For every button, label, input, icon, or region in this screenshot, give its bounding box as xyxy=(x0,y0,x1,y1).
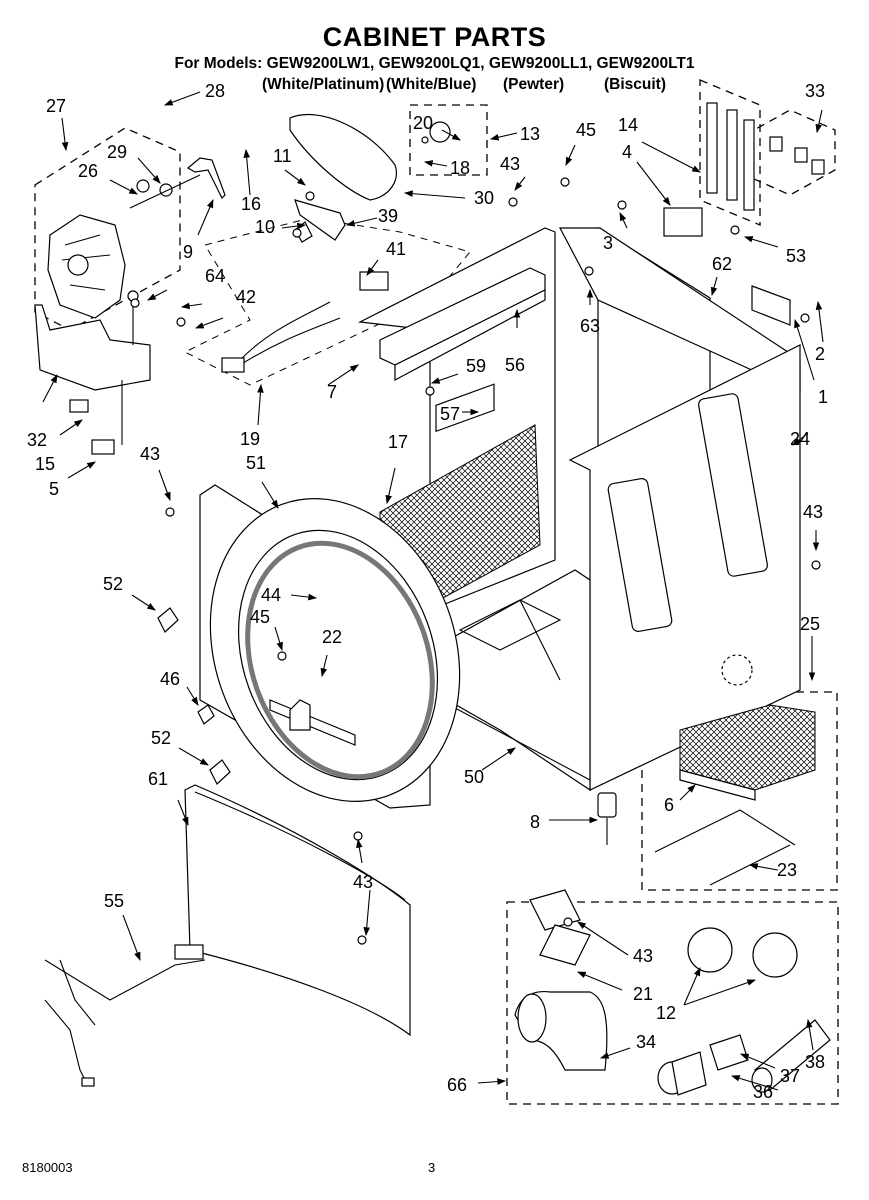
callout-3: 3 xyxy=(603,233,613,253)
callout-42: 42 xyxy=(236,287,256,307)
callout-46: 46 xyxy=(160,669,180,689)
variant-pewter: (Pewter) xyxy=(503,76,565,93)
motor-pulley-parts xyxy=(129,174,201,209)
idler-assembly xyxy=(294,121,451,243)
callout-24: 24 xyxy=(790,429,810,449)
callout-21: 21 xyxy=(633,984,653,1004)
callout-5: 5 xyxy=(49,479,59,499)
callout-labels: 27 28 29 26 9 16 11 10 39 30 20 18 13 43… xyxy=(27,81,828,1102)
callout-53: 53 xyxy=(786,246,806,266)
callout-43-bottom: 43 xyxy=(353,872,373,892)
callout-25: 25 xyxy=(800,614,820,634)
cabinet xyxy=(184,226,801,1037)
callout-36: 36 xyxy=(753,1082,773,1102)
hardware-screws xyxy=(130,177,821,945)
callout-16: 16 xyxy=(241,194,261,214)
callout-27: 27 xyxy=(46,96,66,116)
clips xyxy=(157,607,231,785)
leader-lines xyxy=(42,91,824,1091)
callout-13: 13 xyxy=(520,124,540,144)
callout-55: 55 xyxy=(104,891,124,911)
callout-63: 63 xyxy=(580,316,600,336)
callout-52-top: 52 xyxy=(103,574,123,594)
callout-43-kit: 43 xyxy=(633,946,653,966)
callout-14: 14 xyxy=(618,115,638,135)
switch-group-box xyxy=(699,79,836,226)
callout-52-bottom: 52 xyxy=(151,728,171,748)
callout-43-left: 43 xyxy=(140,444,160,464)
callout-28: 28 xyxy=(205,81,225,101)
variant-white-blue: (White/Blue) xyxy=(386,76,477,93)
callout-7: 7 xyxy=(327,382,337,402)
variant-white-platinum: (White/Platinum) xyxy=(262,76,385,93)
lint-filter xyxy=(679,704,816,801)
callout-45-door: 45 xyxy=(250,607,270,627)
callout-15: 15 xyxy=(35,454,55,474)
page-number: 3 xyxy=(428,1160,436,1175)
leveling-leg xyxy=(597,792,617,845)
callout-17: 17 xyxy=(388,432,408,452)
callout-66: 66 xyxy=(447,1075,467,1095)
callout-45-top: 45 xyxy=(576,120,596,140)
callout-43-right: 43 xyxy=(803,502,823,522)
callout-59: 59 xyxy=(466,356,486,376)
drive-motor xyxy=(47,214,126,319)
document-number: 8180003 xyxy=(22,1160,73,1175)
callout-51: 51 xyxy=(246,453,266,473)
callout-4: 4 xyxy=(622,142,632,162)
callout-12: 12 xyxy=(656,1003,676,1023)
callout-29: 29 xyxy=(107,142,127,162)
callout-20: 20 xyxy=(413,113,433,133)
callout-8: 8 xyxy=(530,812,540,832)
callout-32: 32 xyxy=(27,430,47,450)
callout-43-top: 43 xyxy=(500,154,520,174)
thermostat-switch-parts xyxy=(663,102,825,326)
callout-19: 19 xyxy=(240,429,260,449)
callout-10: 10 xyxy=(255,217,275,237)
callout-26: 26 xyxy=(78,161,98,181)
callout-2: 2 xyxy=(815,344,825,364)
switch-41 xyxy=(359,271,389,291)
callout-50: 50 xyxy=(464,767,484,787)
callout-37: 37 xyxy=(780,1066,800,1086)
wire-harness-19 xyxy=(221,301,341,373)
model-list: For Models: GEW9200LW1, GEW9200LQ1, GEW9… xyxy=(174,55,695,72)
callout-33: 33 xyxy=(805,81,825,101)
belt xyxy=(289,113,397,201)
callout-64: 64 xyxy=(205,266,225,286)
callout-38: 38 xyxy=(805,1052,825,1072)
filter-rod xyxy=(654,809,796,886)
callout-62: 62 xyxy=(712,254,732,274)
callout-56: 56 xyxy=(505,355,525,375)
exhaust-kit-parts xyxy=(514,889,831,1096)
callout-22: 22 xyxy=(322,627,342,647)
callout-9: 9 xyxy=(183,242,193,262)
callout-44: 44 xyxy=(261,585,281,605)
callout-57: 57 xyxy=(440,404,460,424)
motor-clamp xyxy=(186,157,226,200)
callout-61: 61 xyxy=(148,769,168,789)
idler-group-box xyxy=(409,104,488,176)
callout-30: 30 xyxy=(474,188,494,208)
wiring-harness-55 xyxy=(44,944,206,1087)
callout-34: 34 xyxy=(636,1032,656,1052)
callout-39: 39 xyxy=(378,206,398,226)
wiring-group-box xyxy=(183,217,471,386)
variant-biscuit: (Biscuit) xyxy=(604,76,666,93)
callout-41: 41 xyxy=(386,239,406,259)
page-title: CABINET PARTS xyxy=(322,22,547,52)
small-switches xyxy=(69,380,123,455)
callout-1: 1 xyxy=(818,387,828,407)
callout-6: 6 xyxy=(664,795,674,815)
exhaust-kit-group-box xyxy=(506,901,839,1105)
callout-23: 23 xyxy=(777,860,797,880)
callout-18: 18 xyxy=(450,158,470,178)
callout-11: 11 xyxy=(273,146,292,166)
